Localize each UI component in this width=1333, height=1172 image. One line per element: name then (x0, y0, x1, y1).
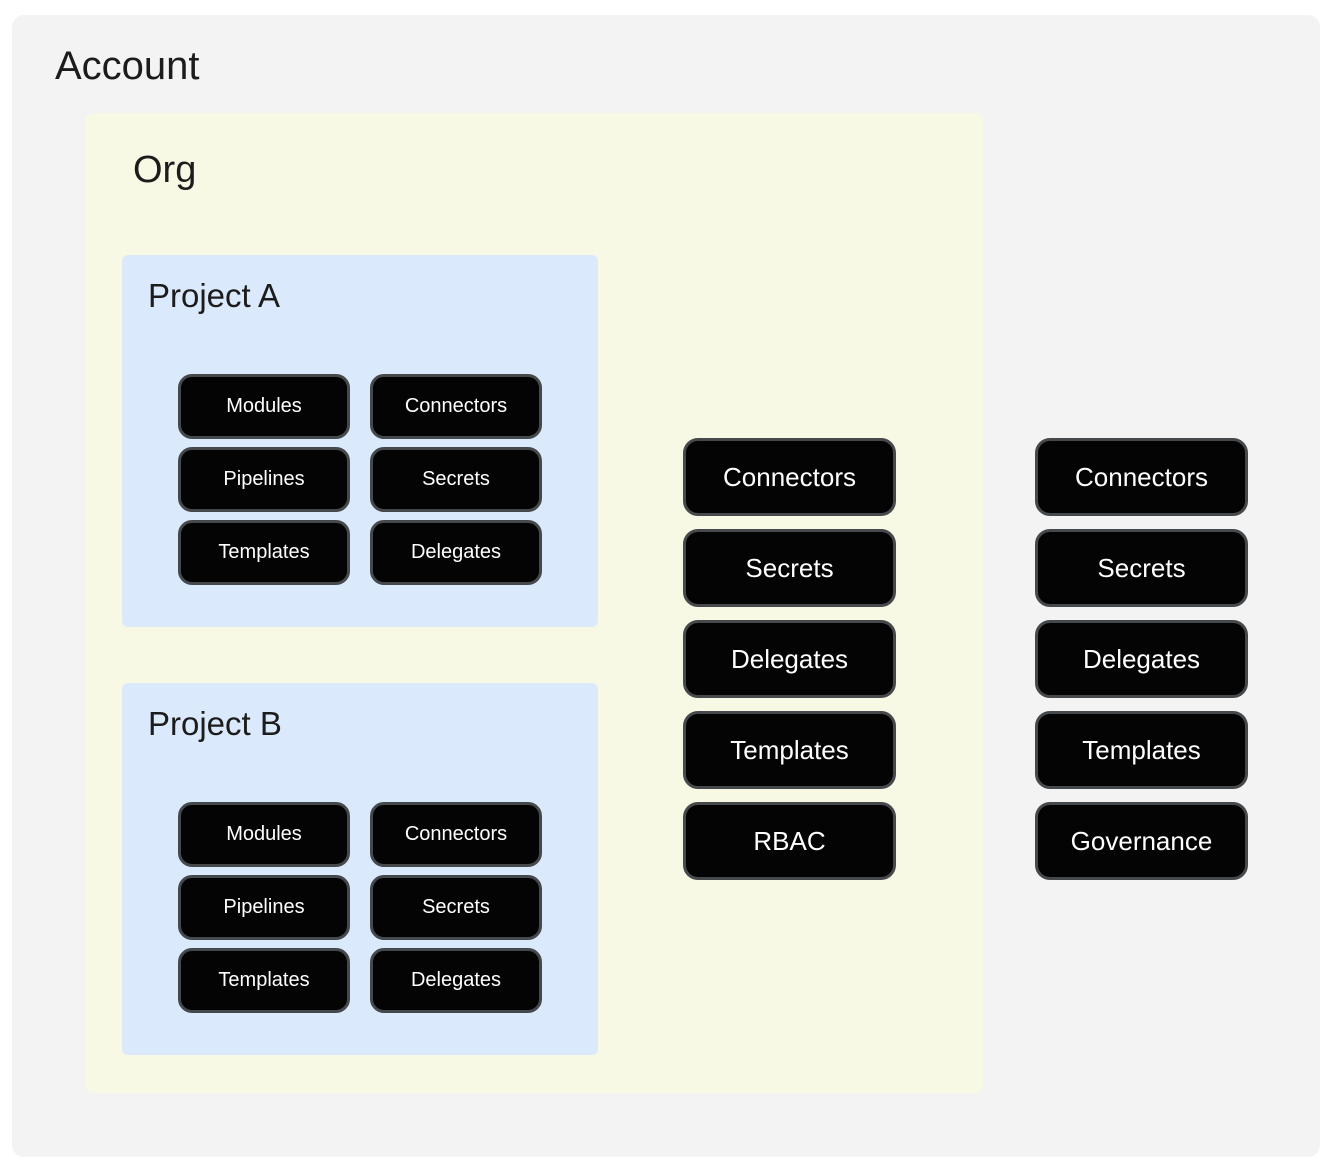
project-a-container: Project A Modules Connectors Pipelines S… (122, 255, 598, 627)
project-a-pill-pipelines: Pipelines (178, 447, 350, 512)
org-pill-templates: Templates (683, 711, 896, 789)
account-pill-delegates: Delegates (1035, 620, 1248, 698)
project-b-resource-grid: Modules Connectors Pipelines Secrets Tem… (178, 802, 542, 1013)
project-b-pill-delegates: Delegates (370, 948, 542, 1013)
project-a-pill-delegates: Delegates (370, 520, 542, 585)
account-pill-secrets: Secrets (1035, 529, 1248, 607)
org-title: Org (133, 149, 197, 191)
org-pill-delegates: Delegates (683, 620, 896, 698)
account-resource-column: Connectors Secrets Delegates Templates G… (1035, 438, 1248, 880)
account-pill-connectors: Connectors (1035, 438, 1248, 516)
org-pill-connectors: Connectors (683, 438, 896, 516)
project-b-pill-connectors: Connectors (370, 802, 542, 867)
org-pill-rbac: RBAC (683, 802, 896, 880)
project-a-pill-connectors: Connectors (370, 374, 542, 439)
project-a-resource-grid: Modules Connectors Pipelines Secrets Tem… (178, 374, 542, 585)
org-container: Org Project A Modules Connectors Pipelin… (85, 113, 983, 1093)
project-a-title: Project A (148, 277, 281, 314)
account-title: Account (55, 44, 200, 88)
project-b-pill-modules: Modules (178, 802, 350, 867)
account-pill-templates: Templates (1035, 711, 1248, 789)
project-b-title: Project B (148, 705, 282, 742)
account-container: Account Org Project A Modules Connectors… (12, 15, 1320, 1157)
project-b-pill-templates: Templates (178, 948, 350, 1013)
project-a-pill-modules: Modules (178, 374, 350, 439)
project-b-pill-secrets: Secrets (370, 875, 542, 940)
org-resource-column: Connectors Secrets Delegates Templates R… (683, 438, 896, 880)
project-b-pill-pipelines: Pipelines (178, 875, 350, 940)
project-a-pill-templates: Templates (178, 520, 350, 585)
org-pill-secrets: Secrets (683, 529, 896, 607)
project-b-container: Project B Modules Connectors Pipelines S… (122, 683, 598, 1055)
account-pill-governance: Governance (1035, 802, 1248, 880)
project-a-pill-secrets: Secrets (370, 447, 542, 512)
